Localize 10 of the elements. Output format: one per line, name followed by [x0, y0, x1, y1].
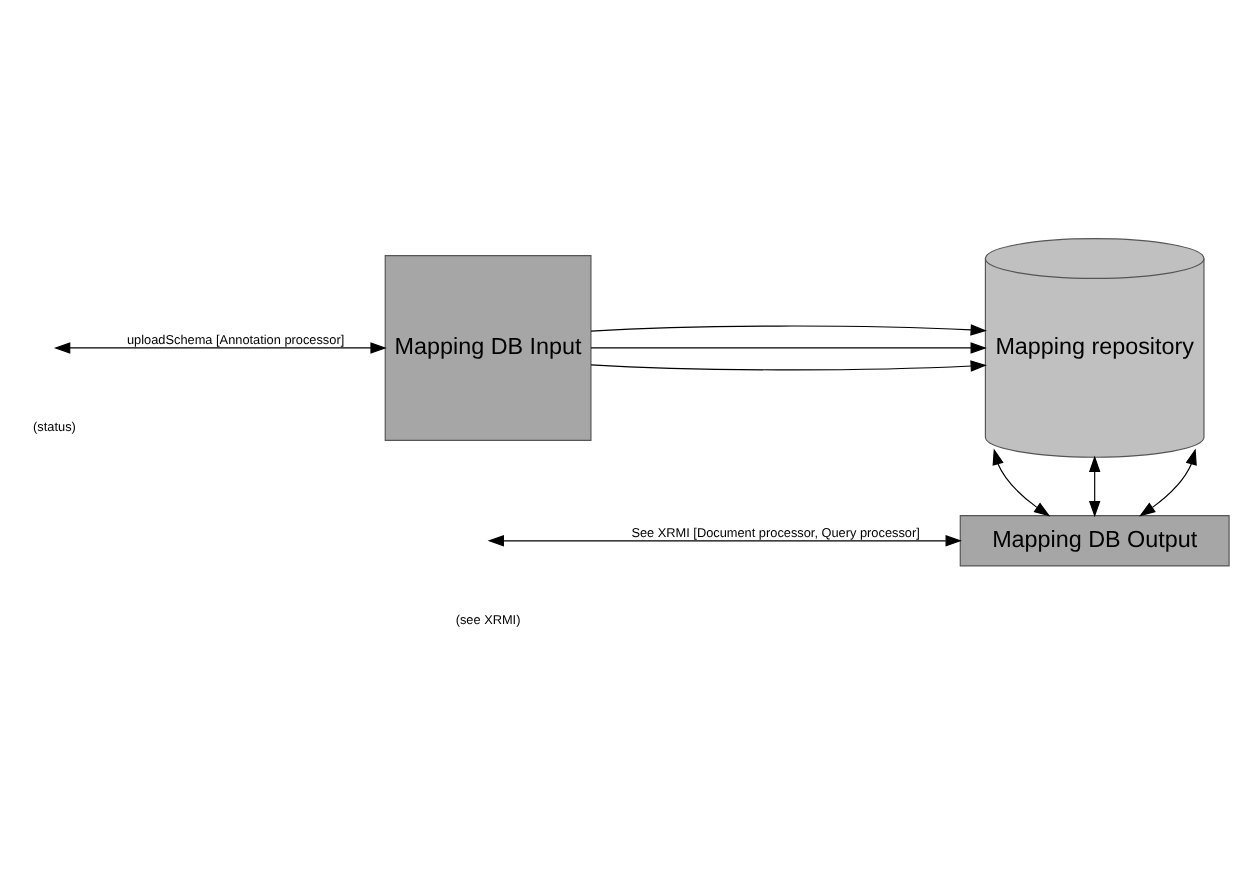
- arrow: [53, 341, 387, 353]
- node-box: Mapping DB Output: [959, 514, 1230, 566]
- arrow: [487, 534, 962, 546]
- arrow: [1139, 447, 1197, 516]
- arrow: [590, 323, 987, 335]
- arrow: [590, 341, 987, 353]
- arrow: [590, 359, 987, 371]
- arrow: [1088, 454, 1101, 517]
- node-box: Mapping DB Input: [384, 254, 592, 440]
- arrow: [992, 447, 1051, 516]
